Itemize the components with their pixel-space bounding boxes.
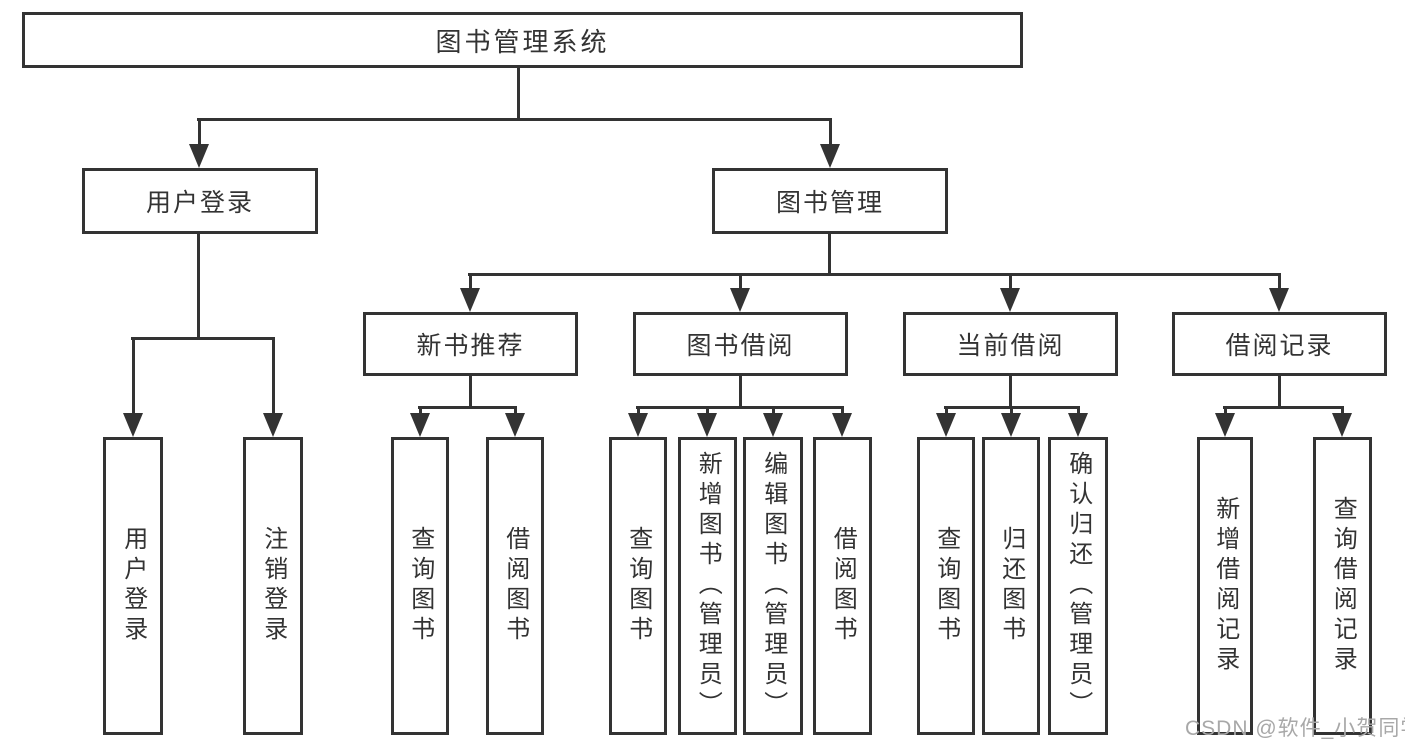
arrow-to-cur-return-books: [1001, 406, 1021, 437]
arrow-to-leaf-logout: [263, 337, 283, 437]
node-current-borrowing: 当前借阅: [903, 312, 1118, 376]
leaf-current-query-books-label: 查询图书: [932, 526, 960, 646]
arrow-to-bor-borrow-books: [832, 406, 852, 437]
connector-records-stem: [1278, 376, 1281, 406]
arrow-to-bor-edit-books: [763, 406, 783, 437]
arrow-to-cur-query-books: [936, 406, 956, 437]
leaf-records-add-record: 新增借阅记录: [1197, 437, 1253, 735]
arrow-to-book-borrowing: [730, 273, 750, 312]
connector-records-split: [1223, 406, 1344, 409]
leaf-user-login: 用户登录: [103, 437, 163, 735]
csdn-watermark: CSDN @软件_小贺同学: [1185, 717, 1405, 740]
leaf-current-confirm-return-label: 确认归还（管理员）: [1064, 451, 1092, 721]
node-new-book-recommend: 新书推荐: [363, 312, 578, 376]
connector-book-management-stem: [828, 234, 831, 273]
connector-level3-split: [468, 273, 1281, 276]
leaf-logout-label: 注销登录: [259, 526, 287, 646]
arrow-to-leaf-user-login: [123, 337, 143, 437]
leaf-current-return-books-label: 归还图书: [997, 526, 1025, 646]
node-new-book-recommend-label: 新书推荐: [416, 332, 525, 360]
leaf-logout: 注销登录: [243, 437, 303, 735]
node-book-management: 图书管理: [712, 168, 948, 234]
node-borrowing-records: 借阅记录: [1172, 312, 1387, 376]
leaf-records-query-record-label: 查询借阅记录: [1329, 496, 1357, 676]
leaf-records-query-record: 查询借阅记录: [1313, 437, 1372, 735]
leaf-current-confirm-return: 确认归还（管理员）: [1048, 437, 1108, 735]
node-root: 图书管理系统: [22, 12, 1023, 68]
connector-level1-split: [197, 118, 831, 121]
arrow-to-rec-query-books: [410, 406, 430, 437]
arrow-to-current-borrowing: [1000, 273, 1020, 312]
node-borrowing-records-label: 借阅记录: [1225, 332, 1334, 360]
node-book-borrowing-label: 图书借阅: [686, 332, 795, 360]
leaf-recommend-query-books-label: 查询图书: [406, 526, 434, 646]
arrow-to-user-login: [189, 118, 209, 168]
leaf-records-add-record-label: 新增借阅记录: [1211, 496, 1239, 676]
arrow-to-recs-add-record: [1215, 406, 1235, 437]
arrow-to-rec-borrow-books: [505, 406, 525, 437]
arrow-to-new-book-recommend: [460, 273, 480, 312]
connector-root-stem: [517, 68, 520, 118]
leaf-borrowing-edit-books: 编辑图书（管理员）: [743, 437, 803, 735]
node-root-label: 图书管理系统: [435, 26, 610, 57]
leaf-user-login-label: 用户登录: [119, 526, 147, 646]
connector-borrowing-split: [636, 406, 844, 409]
leaf-borrowing-edit-books-label: 编辑图书（管理员）: [759, 451, 787, 721]
leaf-recommend-borrow-books-label: 借阅图书: [501, 526, 529, 646]
connector-borrowing-stem: [739, 376, 742, 406]
connector-recommend-split: [418, 406, 517, 409]
leaf-borrowing-borrow-books: 借阅图书: [813, 437, 872, 735]
node-user-login-label: 用户登录: [145, 189, 254, 217]
node-current-borrowing-label: 当前借阅: [956, 332, 1065, 360]
leaf-current-query-books: 查询图书: [917, 437, 975, 735]
leaf-borrowing-add-books: 新增图书（管理员）: [678, 437, 737, 735]
arrow-to-book-management: [820, 118, 840, 168]
node-book-management-label: 图书管理: [775, 189, 884, 217]
arrow-to-borrowing-records: [1269, 273, 1289, 312]
leaf-borrowing-borrow-books-label: 借阅图书: [829, 526, 857, 646]
arrow-to-bor-add-books: [697, 406, 717, 437]
node-book-borrowing: 图书借阅: [633, 312, 848, 376]
arrow-to-cur-confirm-return: [1068, 406, 1088, 437]
connector-user-login-split: [131, 337, 275, 340]
node-user-login: 用户登录: [82, 168, 318, 234]
connector-recommend-stem: [469, 376, 472, 406]
connector-user-login-stem: [197, 234, 200, 337]
connector-current-stem: [1009, 376, 1012, 406]
leaf-borrowing-add-books-label: 新增图书（管理员）: [694, 451, 722, 721]
leaf-recommend-query-books: 查询图书: [391, 437, 449, 735]
arrow-to-bor-query-books: [628, 406, 648, 437]
arrow-to-recs-query-record: [1332, 406, 1352, 437]
leaf-borrowing-query-books-label: 查询图书: [624, 526, 652, 646]
leaf-current-return-books: 归还图书: [982, 437, 1040, 735]
leaf-borrowing-query-books: 查询图书: [609, 437, 667, 735]
leaf-recommend-borrow-books: 借阅图书: [486, 437, 544, 735]
